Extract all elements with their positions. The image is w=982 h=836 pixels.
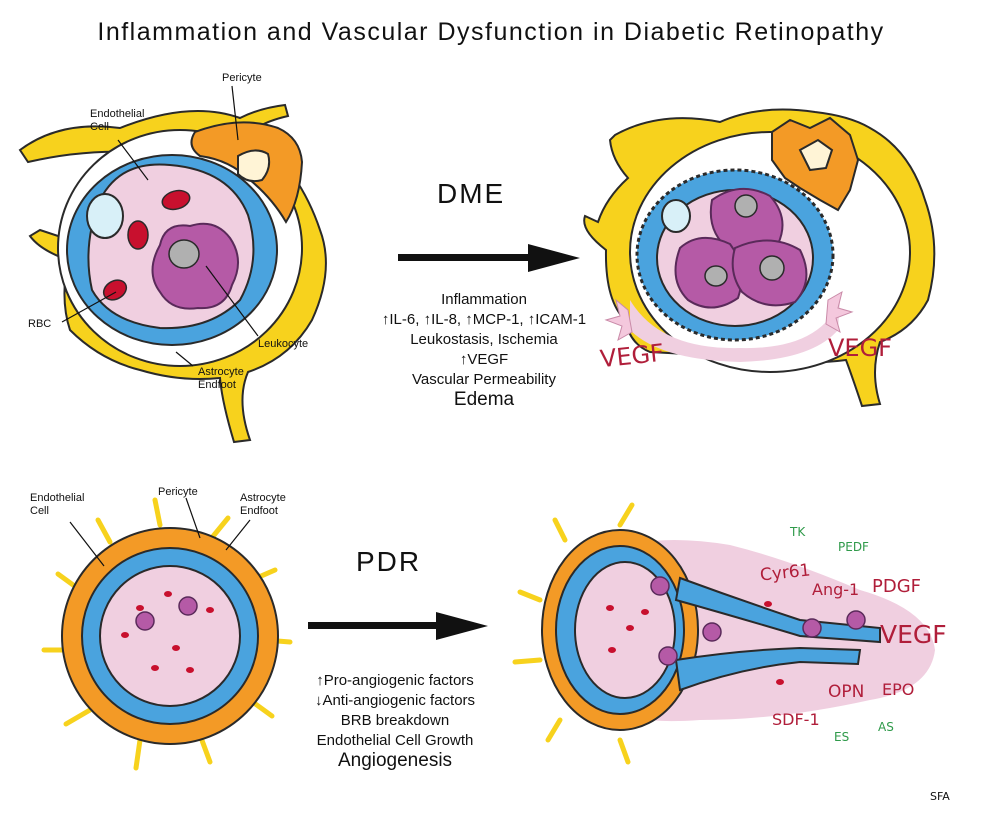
dme-line-5: Vascular Permeability xyxy=(412,371,556,388)
dme-line-3: Leukostasis, Ischemia xyxy=(410,331,558,348)
factor-vegf: VEGF xyxy=(880,620,947,649)
factor-epo: EPO xyxy=(882,680,915,699)
dme-arrow xyxy=(398,244,580,272)
factor-as: AS xyxy=(878,720,894,734)
label-astrocyte-pdr: Astrocyte Endfoot xyxy=(240,492,286,517)
dme-normal-vessel xyxy=(18,85,327,444)
label-pericyte-pdr: Pericyte xyxy=(158,486,198,498)
dme-line-2: ↑IL-6, ↑IL-8, ↑MCP-1, ↑ICAM-1 xyxy=(381,311,587,328)
pdr-label: PDR xyxy=(356,546,422,577)
pdr-normal-vessel xyxy=(41,497,293,771)
dme-diseased-vessel xyxy=(583,108,936,408)
label-leukocyte: Leukocyte xyxy=(258,338,309,350)
factor-sdf1: SDF-1 xyxy=(772,710,820,729)
label-astrocyte-dme: Astrocyte Endfoot xyxy=(198,366,244,391)
figure-title: Inflammation and Vascular Dysfunction in… xyxy=(97,18,885,46)
factor-pedf: PEDF xyxy=(838,540,869,554)
dme-outcome: Edema xyxy=(453,389,515,410)
label-endothelial-dme: Endothelial Cell xyxy=(90,108,145,133)
factor-tk: TK xyxy=(790,525,806,539)
pdr-angiogenic-vessel xyxy=(512,502,935,765)
factor-opn: OPN xyxy=(828,682,865,702)
pdr-line-2: ↓Anti-angiogenic factors xyxy=(314,692,476,709)
leukocyte-shape xyxy=(151,222,239,310)
pdr-mechanism-text: ↑Pro-angiogenic factors ↓Anti-angiogenic… xyxy=(270,671,520,771)
artist-signature: SFA xyxy=(930,790,950,803)
pdr-line-3: BRB breakdown xyxy=(340,712,450,729)
rbc-cells xyxy=(102,189,191,301)
factor-es: ES xyxy=(834,730,850,744)
pdr-arrow xyxy=(308,612,488,640)
label-endothelial-pdr: Endothelial Cell xyxy=(30,492,85,517)
pdr-line-4: Endothelial Cell Growth xyxy=(316,732,474,749)
dme-line-4: ↑VEGF xyxy=(459,351,509,368)
pdr-line-1: ↑Pro-angiogenic factors xyxy=(316,672,474,689)
dme-label: DME xyxy=(437,178,506,209)
factor-ang1: Ang-1 xyxy=(812,580,860,599)
label-pericyte-dme: Pericyte xyxy=(222,72,262,84)
vegf-right: VEGF xyxy=(828,334,892,362)
dme-mechanism-text: Inflammation ↑IL-6, ↑IL-8, ↑MCP-1, ↑ICAM… xyxy=(340,290,628,410)
dme-line-1: Inflammation xyxy=(441,291,527,308)
pdr-outcome: Angiogenesis xyxy=(337,750,453,771)
factor-pdgf: PDGF xyxy=(872,576,922,597)
label-rbc: RBC xyxy=(28,318,52,330)
